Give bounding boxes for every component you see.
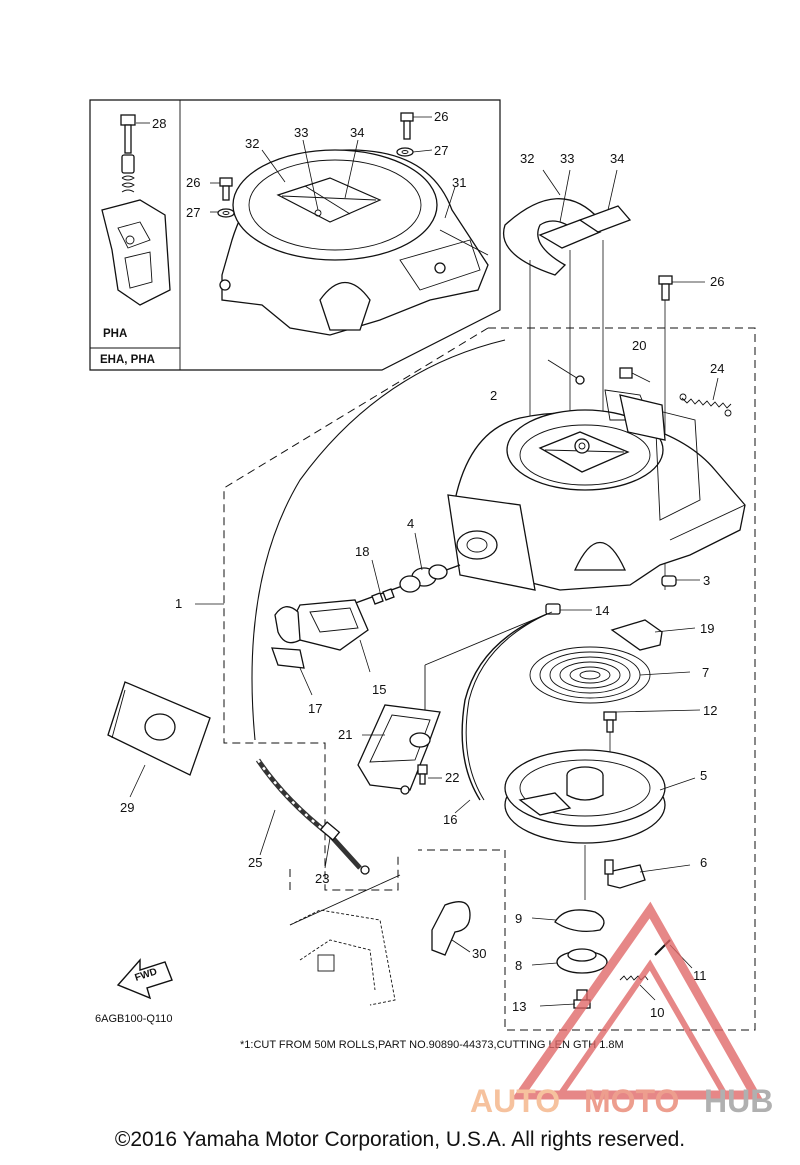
label-part-2: 2 [490,388,497,403]
label-part-24: 24 [710,361,724,376]
part-9 [531,909,605,933]
watermark-moto: MOTO [584,1083,679,1119]
label-part-13: 13 [512,999,526,1014]
label-part-21: 21 [338,727,352,742]
label-part-10: 10 [650,1005,664,1020]
part-20-clip [619,367,651,383]
pad-29 [107,681,211,798]
label-part-34: 34 [610,151,624,166]
spring-24 [679,377,732,417]
engine-bracket-sketch [289,874,401,1006]
label-part-5: 5 [700,768,707,783]
part-6 [584,845,691,900]
watermark-hub: HUB [704,1083,773,1119]
label-part-34-inset: 34 [350,125,364,140]
label-part-33-inset: 33 [294,125,308,140]
label-part-14: 14 [595,603,609,618]
label-part-9: 9 [515,911,522,926]
inset-label-pha: PHA [103,328,127,340]
decal-set [503,169,632,440]
label-part-11: 11 [693,968,707,983]
label-part-20: 20 [632,338,646,353]
cable-16 [424,603,592,814]
label-part-31-inset: 31 [452,175,466,190]
inset-leaders [136,116,456,219]
plate-19 [610,619,696,651]
inset-panel: PHA EHA, PHA [89,99,501,371]
bolt-12 [603,709,701,760]
label-part-33: 33 [560,151,574,166]
label-part-30: 30 [472,946,486,961]
copyright-notice: ©2016 Yamaha Motor Corporation, U.S.A. A… [114,1128,686,1151]
label-part-12: 12 [703,703,717,718]
drawing-code: 6AGB100-Q110 [95,1013,172,1025]
label-part-16: 16 [443,812,457,827]
label-part-18: 18 [355,544,369,559]
label-part-6: 6 [700,855,707,870]
cable-25 [255,758,370,875]
label-part-26: 26 [710,274,724,289]
starter-case [447,389,746,591]
watermark-auto: AUTO [470,1083,560,1119]
label-part-8: 8 [515,958,522,973]
label-part-32: 32 [520,151,534,166]
inset-starter-cover [219,149,489,336]
automotohub-watermark: AUTO MOTO HUB [470,901,773,1119]
label-part-19: 19 [700,621,714,636]
rope-handle-assembly [271,532,461,696]
fwd-arrow: FWD [116,958,173,1000]
label-part-29: 29 [120,800,134,815]
label-part-4: 4 [407,516,414,531]
inset-bracket-assembly [101,114,171,306]
part-3 [661,575,700,587]
label-part-3: 3 [703,573,710,588]
label-part-25: 25 [248,855,262,870]
bracket-21 [357,704,442,795]
label-part-26-inset-right: 26 [434,109,448,124]
cable-arc-1 [195,339,506,741]
hose-30 [431,901,471,956]
label-part-27-inset-right: 27 [434,143,448,158]
pulley-5 [504,749,696,844]
label-part-27-inset-left: 27 [186,205,200,220]
label-part-7: 7 [702,665,709,680]
spiral-spring-7 [529,646,691,704]
label-part-17: 17 [308,701,322,716]
linkage-rod [547,359,585,385]
part-8 [531,948,608,974]
label-part-28: 28 [152,116,166,131]
part-number-labels: 28 26 27 32 33 34 26 27 31 32 33 34 26 2… [120,109,724,1020]
label-part-23: 23 [315,871,329,886]
label-part-22: 22 [445,770,459,785]
label-part-15: 15 [372,682,386,697]
label-part-1: 1 [175,596,182,611]
cut-length-footnote: *1:CUT FROM 50M ROLLS,PART NO.90890-4437… [240,1039,624,1051]
assembly-boundary [223,327,756,1031]
inset-label-eha-pha: EHA, PHA [100,354,155,366]
label-part-26-inset-left: 26 [186,175,200,190]
label-part-32-inset: 32 [245,136,259,151]
